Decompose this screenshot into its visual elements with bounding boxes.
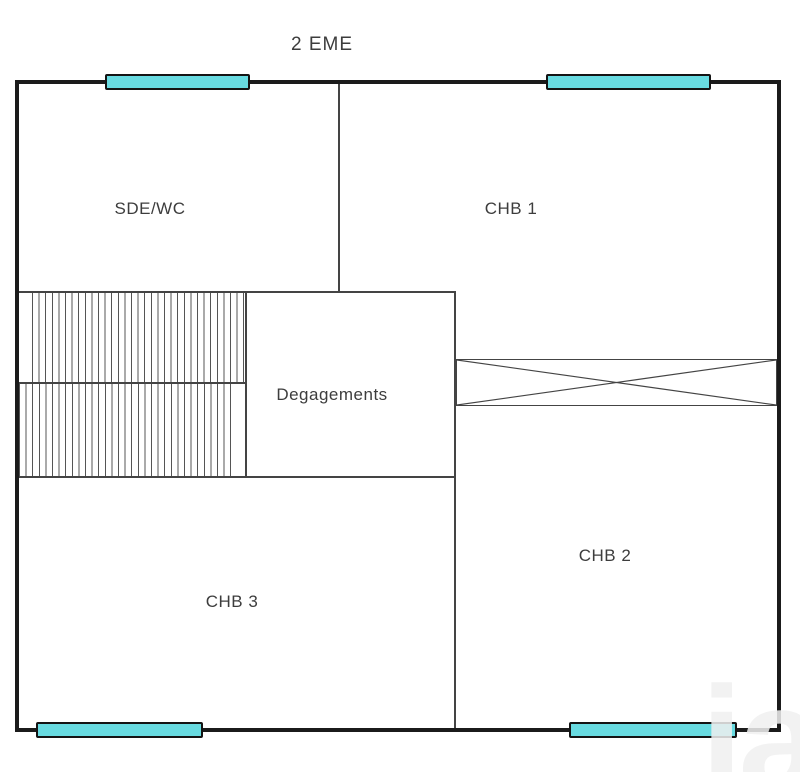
room-label-chb-1: CHB 1 (484, 199, 538, 218)
window-bottom-left (36, 722, 203, 738)
wall-stairs-degagements-top (19, 291, 456, 293)
room-label-sde-wc: SDE/WC (114, 199, 186, 218)
cross-lines (457, 360, 776, 405)
wall-chb3-top (19, 476, 456, 478)
crossed-void-opening (456, 359, 777, 406)
window-top-left (105, 74, 250, 90)
wall-stairs-degagements-divider (245, 293, 247, 476)
stair-landing-line (19, 382, 246, 384)
window-top-right (546, 74, 711, 90)
room-label-chb-3: CHB 3 (205, 592, 259, 611)
wall-sdewc-chb1 (338, 84, 340, 292)
room-label-degagements: Degagements (276, 385, 388, 404)
exterior-walls (15, 80, 781, 732)
floor-title: 2 EME (290, 34, 354, 55)
wall-central-vertical (454, 293, 456, 728)
staircase-lower-flight (19, 384, 231, 476)
room-label-chb-2: CHB 2 (578, 546, 632, 565)
staircase-upper-flight (32, 293, 245, 382)
window-bottom-right (569, 722, 737, 738)
